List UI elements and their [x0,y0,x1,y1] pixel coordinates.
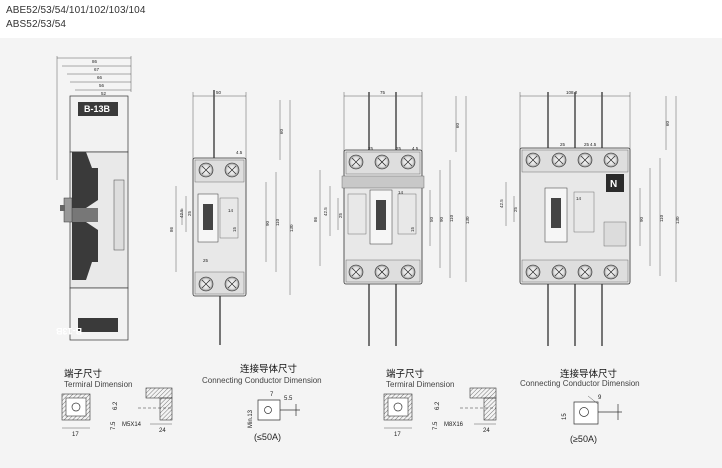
side-dim-67: 67 [94,67,100,72]
2p-inner-14: 14 [228,208,234,213]
2p-inner-15: 15 [232,226,237,232]
2p-dim-60: 60 [279,128,284,134]
detail-conductor-2: 连接导体尺寸 Connecting Conductor Dimension 9 … [520,368,640,444]
detail1-title-cn: 端子尺寸 [64,368,103,380]
detail2-title-en: Connecting Conductor Dimension [202,376,322,385]
front-view-2p: 50 60 130 110 90 86 42.5 25 [169,90,294,345]
side-label-bottom: B-13B [55,326,82,336]
2p-dim-86: 86 [169,226,174,232]
4p-hole-dim: 4.5 [590,142,597,147]
front-view-4p: 108.2 60 130 110 90 42.5 25 N [499,90,680,346]
3p-width-dim: 75 [380,90,386,95]
detail3-screw: M8X16 [444,422,464,428]
2p-dim-25: 25 [187,210,192,216]
detail1-screw: M5X14 [122,422,142,428]
detail-terminal-1: 端子尺寸 Termiral Dimension 17 7.5 6.2 M5X14… [61,368,173,438]
detail1-dim-17: 17 [72,432,79,438]
side-dim-56: 56 [99,83,105,88]
4p-width-dim: 108.2 [566,90,578,95]
3p-dim-86: 86 [313,216,318,222]
4p-inner-25-b: 25 [584,142,590,147]
4p-neutral-badge: N [610,179,617,190]
side-dim-66: 66 [97,75,103,80]
front-view-3p: 75 60 130 110 90 50 86 42.5 25 [313,90,470,346]
detail2-note: (≤50A) [254,432,281,442]
4p-dim-90: 90 [639,216,644,222]
detail4-dim-9: 9 [598,395,602,401]
4p-dim-25: 25 [513,206,518,212]
side-label-top: B-13B [84,104,111,114]
3p-dim-60: 60 [455,122,460,128]
3p-dim-110: 110 [449,214,454,222]
2p-dim-90: 90 [265,220,270,226]
3p-dim-90: 90 [439,216,444,222]
detail1-dim-24: 24 [159,428,166,434]
4p-dim-130: 130 [675,216,680,224]
3p-inner-15: 15 [410,226,415,232]
detail4-dim-15: 15 [562,413,568,420]
detail-conductor-1: 连接导体尺寸 Connecting Conductor Dimension 7 … [202,363,322,442]
2p-width-dim: 50 [216,90,222,95]
detail3-dim-7-5: 7.5 [433,421,439,430]
3p-dim-50: 50 [429,216,434,222]
3p-dim-25: 25 [338,212,343,218]
detail2-title-cn: 连接导体尺寸 [240,363,298,375]
4p-dim-42-5: 42.5 [499,199,504,208]
detail3-dim-17: 17 [394,432,401,438]
2p-inner-25: 25 [203,258,209,263]
2p-dim-110: 110 [275,218,280,226]
4p-dim-60: 60 [665,120,670,126]
2p-dim-42-5: 42.5 [179,209,184,218]
3p-inner-25-b: 25 [396,146,402,151]
side-dim-86: 86 [92,59,98,64]
detail-terminal-2: 端子尺寸 Termiral Dimension 17 7.5 6.2 M8X16… [383,368,497,438]
3p-inner-25-a: 25 [368,146,374,151]
detail4-title-cn: 连接导体尺寸 [560,368,618,380]
detail2-dim-7: 7 [270,392,274,398]
detail3-title-en: Termiral Dimension [386,380,454,389]
3p-inner-14: 14 [398,190,404,195]
model-line-2: ABS52/53/54 [6,19,67,30]
detail4-note: (≥50A) [570,434,597,444]
4p-inner-25-a: 25 [560,142,566,147]
detail2-dim-min13: Min.13 [248,409,254,428]
model-line-1: ABE52/53/54/101/102/103/104 [6,5,146,16]
side-dim-52: 52 [101,91,107,96]
3p-dim-42-5: 42.5 [323,207,328,216]
detail1-dim-6-2: 6.2 [113,401,119,410]
detail1-title-en: Termiral Dimension [64,380,132,389]
detail2-dim-5-5: 5.5 [284,396,293,402]
detail4-title-en: Connecting Conductor Dimension [520,379,640,388]
3p-dim-130: 130 [465,216,470,224]
detail3-dim-6-2: 6.2 [435,401,441,410]
2p-hole-dim: 4.5 [236,150,243,155]
side-view: 86 67 66 56 52 B-13B B-13B [55,56,132,341]
4p-inner-14: 14 [576,196,582,201]
detail1-dim-7-5: 7.5 [111,421,117,430]
detail3-dim-24: 24 [483,428,490,434]
3p-hole-dim: 4.5 [412,146,419,151]
4p-dim-110: 110 [659,214,664,222]
2p-dim-130: 130 [289,224,294,232]
detail3-title-cn: 端子尺寸 [386,368,425,380]
